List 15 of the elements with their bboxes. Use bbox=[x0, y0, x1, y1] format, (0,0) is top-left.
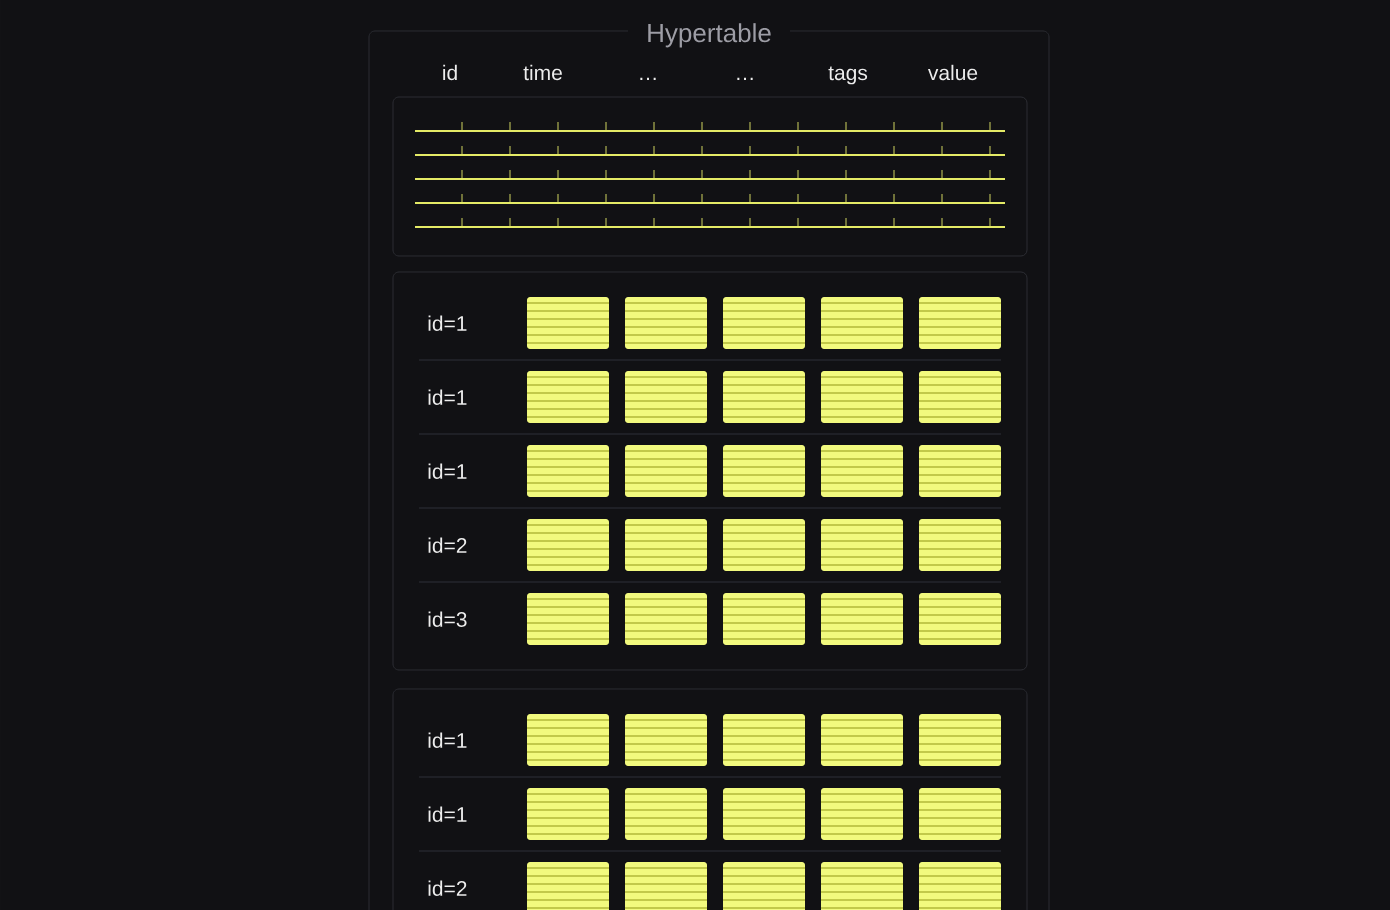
column-header: … bbox=[737, 77, 753, 80]
column-header: … bbox=[640, 77, 656, 80]
frame-title: Hypertable bbox=[648, 23, 771, 48]
column-header: time bbox=[523, 64, 562, 81]
row-label: id=1 bbox=[428, 806, 467, 822]
row-label: id=1 bbox=[428, 463, 467, 479]
row-label: id=2 bbox=[428, 537, 467, 553]
column-header: id bbox=[443, 64, 457, 81]
row-label: id=3 bbox=[428, 611, 467, 627]
column-header: value bbox=[928, 64, 978, 81]
row-label: id=1 bbox=[428, 732, 467, 748]
row-label: id=1 bbox=[428, 315, 467, 331]
row-label: id=1 bbox=[428, 389, 467, 405]
column-header: tags bbox=[828, 66, 868, 85]
row-label: id=2 bbox=[428, 880, 467, 896]
